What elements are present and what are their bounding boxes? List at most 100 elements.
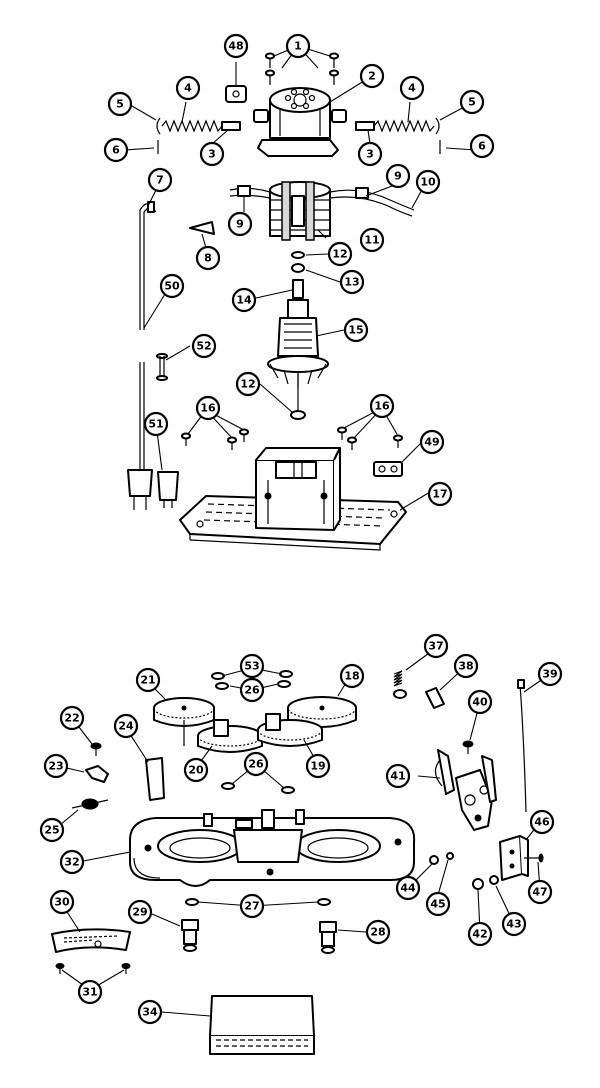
callout-3-right: 3 — [357, 141, 383, 167]
field-coil-part-11 — [229, 181, 415, 241]
callout-34-label: 34 — [142, 1006, 158, 1019]
callout-17: 17 — [427, 481, 453, 507]
callout-13-label: 13 — [344, 276, 359, 289]
nut-part-42 — [472, 878, 484, 890]
callout-11-label: 11 — [364, 234, 379, 247]
callout-9-right-label: 9 — [394, 170, 402, 183]
callout-9-left-label: 9 — [236, 218, 244, 231]
spring-part-4-right — [373, 119, 435, 133]
callout-42: 42 — [467, 921, 493, 947]
callout-16-left: 16 — [195, 395, 221, 421]
callout-51-label: 51 — [148, 418, 163, 431]
power-cord-part-50 — [139, 201, 157, 470]
screws-part-31 — [55, 963, 131, 974]
callout-32-label: 32 — [64, 856, 79, 869]
callout-13: 13 — [339, 269, 365, 295]
callout-16-left-label: 16 — [200, 402, 216, 415]
washer-part-26-low-left — [221, 782, 235, 790]
callout-12-top-label: 12 — [332, 248, 347, 261]
callout-4-right: 4 — [399, 75, 425, 101]
callout-9-left: 9 — [227, 211, 253, 237]
callout-41-label: 41 — [390, 770, 405, 783]
spring-part-4-left — [161, 119, 223, 133]
callout-30-label: 30 — [54, 896, 70, 909]
callout-39-label: 39 — [542, 668, 557, 681]
callout-50-label: 50 — [164, 280, 180, 293]
washer-part-27-left — [185, 898, 199, 906]
motor-housing-part-2 — [253, 87, 347, 157]
key-part-25 — [71, 798, 109, 810]
screw-part-22 — [90, 742, 102, 756]
block-part-38 — [425, 687, 445, 709]
callout-21: 21 — [135, 667, 161, 693]
callout-1: 1 — [285, 33, 311, 59]
washer-part-13 — [291, 263, 305, 273]
callout-27: 27 — [239, 893, 265, 919]
callout-1-label: 1 — [294, 40, 302, 53]
connector-part-8 — [189, 221, 215, 235]
callout-5-left: 5 — [107, 91, 133, 117]
washer-part-12-bottom — [290, 410, 306, 420]
callout-52: 52 — [191, 333, 217, 359]
callout-44-label: 44 — [400, 882, 416, 895]
callout-6-left-label: 6 — [112, 144, 120, 157]
callout-45-label: 45 — [430, 898, 445, 911]
screws-part-16 — [181, 426, 403, 450]
gear-part-20 — [197, 719, 263, 753]
armature-part-15 — [267, 298, 329, 412]
callout-15-label: 15 — [348, 324, 363, 337]
screw-part-40 — [462, 740, 474, 754]
callout-4-left: 4 — [175, 75, 201, 101]
screws-part-1 — [265, 52, 339, 85]
callout-6-right-label: 6 — [478, 140, 486, 153]
bracket-part-49 — [373, 461, 403, 477]
washer-part-27-right — [317, 898, 331, 906]
nut-part-44 — [429, 855, 439, 865]
motor-base-part-17 — [179, 447, 407, 551]
callout-3-left: 3 — [199, 141, 225, 167]
washer-part-26-top-left — [215, 682, 229, 690]
washer-part-12-top — [291, 251, 305, 259]
callout-16-right-label: 16 — [374, 400, 390, 413]
callout-43: 43 — [501, 911, 527, 937]
callout-53: 53 — [239, 653, 265, 679]
callout-49: 49 — [419, 429, 445, 455]
clip-part-5-left — [156, 117, 161, 135]
bracket-part-48 — [225, 85, 247, 103]
callout-7-label: 7 — [156, 174, 164, 187]
callout-27-label: 27 — [244, 900, 259, 913]
callout-12-bottom: 12 — [235, 371, 261, 397]
callout-26-bottom: 26 — [243, 751, 269, 777]
callout-43-label: 43 — [506, 918, 521, 931]
callout-4-left-label: 4 — [184, 82, 192, 95]
callout-38: 38 — [453, 653, 479, 679]
brush-part-3-right — [355, 121, 375, 131]
callout-47-label: 47 — [532, 886, 547, 899]
callout-20-label: 20 — [188, 764, 204, 777]
gear-part-21 — [153, 697, 215, 746]
callout-8: 8 — [195, 245, 221, 271]
washer-part-43 — [489, 875, 499, 885]
washer-part-45 — [446, 852, 454, 860]
callout-53-label: 53 — [244, 660, 259, 673]
lever-assembly-part-41 — [434, 749, 497, 831]
washer-part-26-low-right — [281, 786, 295, 794]
callout-24-label: 24 — [118, 720, 134, 733]
callout-2: 2 — [359, 63, 385, 89]
callout-29-label: 29 — [132, 906, 147, 919]
callout-23: 23 — [43, 753, 69, 779]
callout-48: 48 — [223, 33, 249, 59]
callout-29: 29 — [127, 899, 153, 925]
callout-2-label: 2 — [368, 70, 376, 83]
callout-8-label: 8 — [204, 252, 212, 265]
spacer-part-14 — [292, 279, 304, 299]
callout-16-right: 16 — [369, 393, 395, 419]
callout-26-top: 26 — [239, 677, 265, 703]
callout-5-right-label: 5 — [468, 96, 476, 109]
brush-part-3-left — [221, 121, 241, 131]
gear-housing-part-32 — [129, 809, 416, 887]
callout-51: 51 — [143, 411, 169, 437]
callout-26-top-label: 26 — [244, 684, 260, 697]
plate-part-24 — [145, 757, 165, 801]
